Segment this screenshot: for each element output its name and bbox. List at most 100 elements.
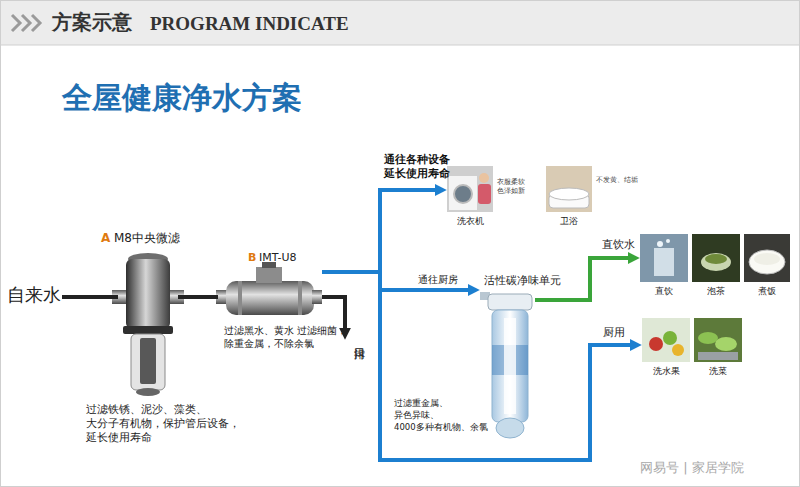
water-splash xyxy=(657,241,663,247)
carbon-filter-drawing xyxy=(480,292,532,438)
bath-rim xyxy=(549,188,589,200)
person-head xyxy=(479,173,489,183)
source-label: 自来水 xyxy=(6,284,62,310)
filter-drain xyxy=(136,388,160,396)
rice-bowl xyxy=(749,250,785,274)
header-rule xyxy=(0,45,800,46)
fruit xyxy=(663,331,677,345)
photo-tile: 直饮 xyxy=(640,234,688,282)
washer-body xyxy=(449,176,477,210)
rice-photo xyxy=(744,234,790,282)
node-heading: 泡茶 xyxy=(692,286,740,297)
leaf xyxy=(715,337,737,351)
glass xyxy=(654,248,674,276)
node-heading: 洗菜 xyxy=(694,366,742,377)
person-body xyxy=(478,184,491,204)
washer-photo xyxy=(447,166,493,212)
node-heading: 卫浴 xyxy=(542,216,596,227)
sink xyxy=(698,352,738,360)
diagram-title: 全屋健康净水方案 xyxy=(62,80,302,116)
pipe-connector xyxy=(322,272,637,460)
filter-body xyxy=(492,310,528,422)
edge-label: 通往厨房 xyxy=(418,274,458,286)
node-heading: 煮饭 xyxy=(744,286,790,297)
filter-body xyxy=(226,281,314,315)
header-title: 方案示意 xyxy=(52,10,132,34)
node-heading: M8中央微滤 xyxy=(114,231,180,245)
photo-background xyxy=(744,234,790,282)
filter-band xyxy=(298,281,302,315)
node-note: 过滤黑水、黄水 过滤细菌，除重金属，不除余氯 xyxy=(224,324,374,350)
valve-block xyxy=(256,267,282,283)
watermark: 网易号 | 家居学院 xyxy=(640,460,744,476)
filter-unit: M8中央微滤过滤铁锈、泥沙、藻类、 大分子有机物，保护管后设备， 延长使用寿命 xyxy=(118,252,178,398)
filter-core xyxy=(504,318,516,414)
photo-tile: 洗水果 xyxy=(642,318,690,362)
photo-background xyxy=(640,234,688,282)
chevron-icon xyxy=(12,15,20,31)
tea-cup xyxy=(701,253,731,271)
washer-door xyxy=(454,185,472,203)
tea-liquid xyxy=(705,254,727,264)
filter-cap xyxy=(488,294,532,310)
node-note: 过滤重金属、异色异味、 4000多种有机物、余氯 xyxy=(394,397,490,433)
edge-label: 通往各种设备 延长使用寿命 xyxy=(384,152,454,180)
filter-collar xyxy=(123,326,173,334)
edge-label: 厨用 xyxy=(603,326,625,339)
pipe-fitting xyxy=(312,290,322,304)
filter-bottom xyxy=(496,418,524,438)
node-heading: IMT-U8 xyxy=(259,251,296,264)
rice xyxy=(754,253,780,265)
node-heading: 洗衣机 xyxy=(443,216,497,227)
header-band xyxy=(1,1,799,45)
filter-bowl xyxy=(131,334,165,390)
callout-letter: A xyxy=(101,231,110,245)
bath-photo xyxy=(546,166,592,212)
node-heading: 活性碳净味单元 xyxy=(484,274,561,287)
node-heading: 洗水果 xyxy=(639,366,693,377)
filter-unit: IMT-U8过滤黑水、黄水 过滤细菌，除重金属，不除余氯 xyxy=(218,264,322,320)
photo-background xyxy=(692,234,740,282)
node-heading: 自来水 xyxy=(6,284,62,306)
pipe-connector xyxy=(322,272,475,290)
photo-background xyxy=(447,166,493,212)
drink-photo xyxy=(640,234,688,282)
filter-band xyxy=(238,281,242,315)
photo-tile: 卫浴不发黄、结垢 xyxy=(546,166,592,212)
fruit-photo xyxy=(642,318,690,362)
edge-label: 直饮水 xyxy=(602,238,635,251)
photo-background xyxy=(694,318,742,362)
water-splash xyxy=(666,239,670,243)
photo-tile: 泡茶 xyxy=(692,234,740,282)
pipe-connector xyxy=(62,295,118,299)
node-note: 过滤铁锈、泥沙、藻类、 大分子有机物，保护管后设备， 延长使用寿命 xyxy=(86,402,240,444)
leaf xyxy=(698,332,718,344)
photo-background xyxy=(642,318,690,362)
outlet-label: 排污口 xyxy=(338,340,366,386)
chevron-icon xyxy=(32,15,40,31)
filter-cartridge xyxy=(140,338,156,384)
filter-body xyxy=(126,259,170,329)
photo-tile: 煮饭 xyxy=(744,234,790,282)
tea-photo xyxy=(692,234,740,282)
photo-background xyxy=(546,166,592,212)
node-note: 不发黄、结垢 xyxy=(596,176,638,184)
pipe-connector xyxy=(322,190,442,272)
m8-filter-drawing xyxy=(112,253,184,396)
callout-letter: B xyxy=(248,251,256,264)
node-heading: 直饮 xyxy=(640,286,688,297)
photo-tile: 洗菜 xyxy=(694,318,742,362)
photo-tile: 洗衣机衣服柔软 色泽如新 xyxy=(447,166,493,212)
u8-filter-drawing xyxy=(216,262,322,315)
filter-unit: 活性碳净味单元过滤重金属、异色异味、 4000多种有机物、余氯 xyxy=(480,287,535,440)
chevron-icon xyxy=(22,15,30,31)
vegetable-photo xyxy=(694,318,742,362)
fruit xyxy=(649,337,663,351)
header-subtitle: PROGRAM INDICATE xyxy=(150,13,349,36)
fruit xyxy=(672,344,684,356)
node-note: 衣服柔软 色泽如新 xyxy=(497,178,529,196)
pipe-connector xyxy=(178,295,218,299)
